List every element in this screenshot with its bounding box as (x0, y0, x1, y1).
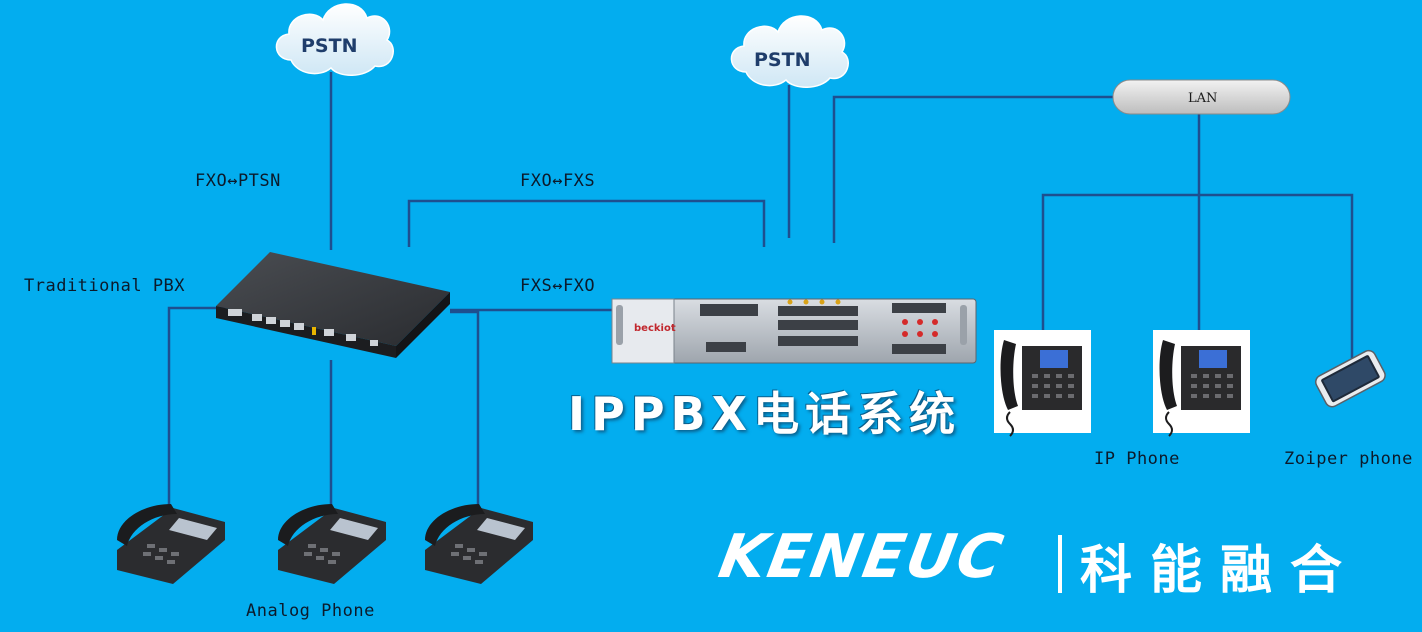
traditional-pbx-label: Traditional PBX (24, 276, 185, 296)
ip-phone-label: IP Phone (1094, 449, 1180, 469)
ippbx-system-title: IPPBX电话系统 (568, 378, 961, 444)
traditional-pbx-device (216, 252, 450, 358)
pstn-cloud-right: PSTN (731, 16, 848, 87)
pstn-right-label: PSTN (754, 49, 810, 71)
ip-phone-1 (994, 330, 1091, 436)
link-label-fxo-fxs: FXO↔FXS (520, 171, 595, 191)
pstn-cloud-left: PSTN (276, 4, 393, 75)
analog-phone-3 (425, 504, 533, 584)
brand-divider (1058, 535, 1062, 593)
brand-logo-en: KENEUC (714, 522, 1010, 592)
brand-logo-cn: 科能融合 (1080, 528, 1360, 603)
analog-phone-label: Analog Phone (246, 601, 375, 621)
link-pbx-analog1 (169, 308, 225, 510)
link-lan-ippbx (834, 97, 1114, 243)
link-fxo-fxs (409, 201, 764, 247)
analog-phone-2 (278, 504, 386, 584)
link-label-fxo-ptsn: FXO↔PTSN (195, 171, 281, 191)
link-label-fxs-fxo: FXS↔FXO (520, 276, 595, 296)
link-pbx-analog3 (450, 312, 478, 510)
pstn-left-label: PSTN (301, 35, 357, 57)
ippbx-brand-logo: beckiot (634, 323, 676, 334)
lan-switch: LAN (1113, 80, 1290, 114)
lan-label: LAN (1188, 91, 1217, 106)
ippbx-rack-device: beckiot (612, 299, 976, 363)
ip-phone-2 (1153, 330, 1250, 436)
smartphone-icon (1313, 348, 1387, 409)
analog-phone-1 (117, 504, 225, 584)
zoiper-phone-label: Zoiper phone (1284, 449, 1413, 469)
